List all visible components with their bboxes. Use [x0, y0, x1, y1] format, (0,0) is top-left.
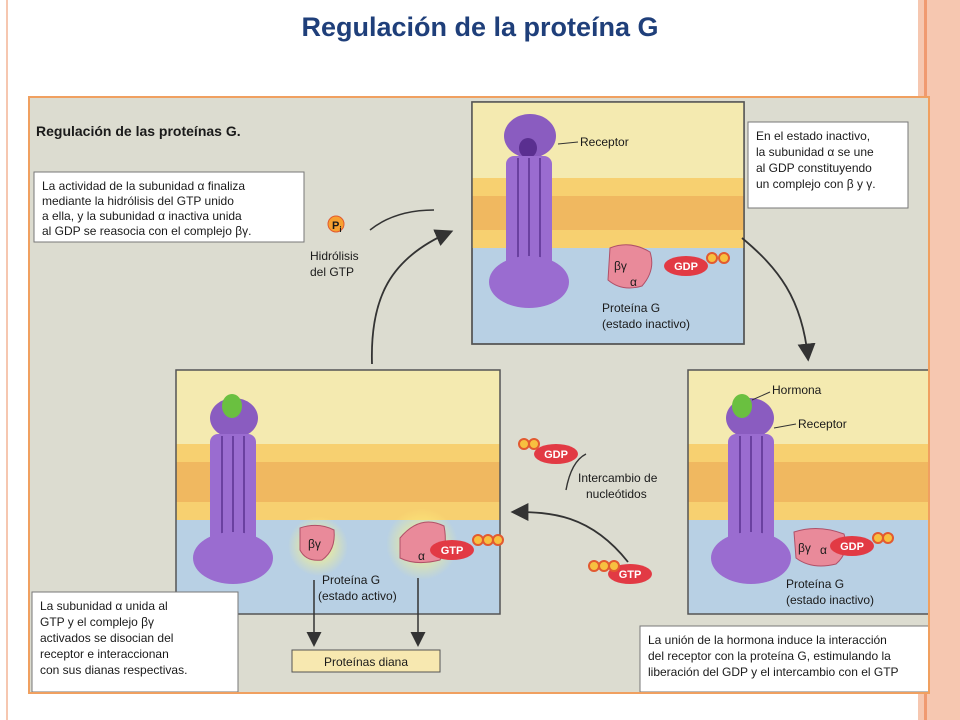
svg-text:βγ: βγ — [308, 537, 321, 551]
svg-text:La unión de la hormona induce: La unión de la hormona induce la interac… — [648, 633, 887, 647]
figure-heading: Regulación de las proteínas G. — [36, 123, 241, 139]
svg-text:la subunidad α se une: la subunidad α se une — [756, 145, 874, 159]
receptor-shape-bound — [711, 394, 791, 584]
label-exchange-2: nucleótidos — [586, 487, 647, 501]
svg-text:mediante la hidrólisis del GTP: mediante la hidrólisis del GTP unido — [42, 194, 234, 208]
svg-text:GTP: GTP — [441, 545, 464, 557]
svg-text:βγ: βγ — [614, 259, 627, 273]
label-gprotein-bound: Proteína G — [786, 577, 844, 591]
targets-box — [291, 649, 441, 673]
caption-top-left: La actividad de la subunidad α finaliza … — [33, 171, 305, 243]
label-pi: Pi — [332, 220, 342, 234]
label-receptor-bound: Receptor — [798, 417, 847, 431]
caption-bottom-right: La unión de la hormona induce la interac… — [639, 625, 928, 692]
arrow-exchange — [510, 503, 629, 563]
label-inactive-bound: (estado inactivo) — [786, 593, 874, 607]
label-exchange-1: Intercambio de — [578, 471, 658, 485]
label-inactive-top: (estado inactivo) — [602, 317, 690, 331]
svg-text:activados se disocian del: activados se disocian del — [40, 631, 173, 645]
g-protein-inactive: βγ α GDP — [607, 244, 730, 289]
gdp-released — [534, 444, 578, 464]
left-line — [6, 0, 8, 720]
caption-top-right: En el estado inactivo, la subunidad α se… — [747, 121, 909, 209]
label-gprotein-active: Proteína G — [322, 573, 380, 587]
svg-text:βγ: βγ — [798, 541, 811, 555]
receptor-shape-active — [193, 394, 273, 584]
svg-text:del receptor con la proteína G: del receptor con la proteína G, estimula… — [648, 649, 891, 663]
svg-text:liberación del GDP y el interc: liberación del GDP y el intercambio con … — [648, 665, 899, 679]
svg-text:α: α — [820, 543, 827, 557]
panel-active: βγ α GTP Proteína G (estado activo) — [175, 369, 504, 647]
label-gprotein-top: Proteína G — [602, 301, 660, 315]
svg-text:GDP: GDP — [840, 541, 864, 553]
svg-text:La actividad de la subunidad α: La actividad de la subunidad α finaliza — [42, 179, 245, 193]
svg-text:al GDP constituyendo: al GDP constituyendo — [756, 161, 872, 175]
arrow-gdp-out — [565, 453, 587, 491]
slide-title: Regulación de la proteína G — [301, 12, 659, 42]
svg-text:α: α — [418, 549, 425, 563]
panel-inactive-top: βγ α GDP Receptor Proteína G (estado ina… — [471, 101, 745, 345]
arrow-pi — [369, 209, 435, 231]
arrow-to-hormone — [741, 237, 816, 362]
label-receptor-top: Receptor — [580, 135, 629, 149]
arrow-hydrolysis — [371, 229, 454, 365]
svg-text:un complejo con β y γ.: un complejo con β y γ. — [756, 177, 876, 191]
receptor-shape — [489, 114, 569, 308]
svg-text:GDP: GDP — [544, 449, 568, 461]
label-active: (estado activo) — [318, 589, 397, 603]
svg-text:En el estado inactivo,: En el estado inactivo, — [756, 129, 870, 143]
svg-text:receptor e interaccionan: receptor e interaccionan — [40, 647, 169, 661]
panel-hormone-bound: βγ α GDP Hormona Receptor Proteína G (es… — [687, 369, 928, 615]
label-hydrolysis-1: Hidrólisis — [310, 249, 359, 263]
label-hormone: Hormona — [772, 383, 822, 397]
label-hydrolysis-2: del GTP — [310, 265, 354, 279]
svg-text:La subunidad α unida al: La subunidad α unida al — [40, 599, 168, 613]
svg-text:con sus dianas respectivas.: con sus dianas respectivas. — [40, 663, 187, 677]
figure-svg: Regulación de las proteínas G. βγ α GDP — [31, 101, 928, 692]
label-targets: Proteínas diana — [324, 655, 408, 669]
pi-circle — [327, 215, 345, 233]
svg-text:GTP: GTP — [619, 569, 642, 581]
svg-text:a ella, y la subunidad α inact: a ella, y la subunidad α inactiva unida — [42, 209, 242, 223]
svg-text:al GDP se reasocia con el comp: al GDP se reasocia con el complejo βγ. — [42, 224, 251, 238]
svg-text:GDP: GDP — [674, 261, 698, 273]
svg-text:GTP y el complejo βγ: GTP y el complejo βγ — [40, 615, 154, 629]
g-protein-figure: Regulación de las proteínas G. βγ α GDP — [28, 96, 930, 694]
caption-bottom-left: La subunidad α unida al GTP y el complej… — [31, 591, 239, 692]
svg-text:α: α — [630, 275, 637, 289]
